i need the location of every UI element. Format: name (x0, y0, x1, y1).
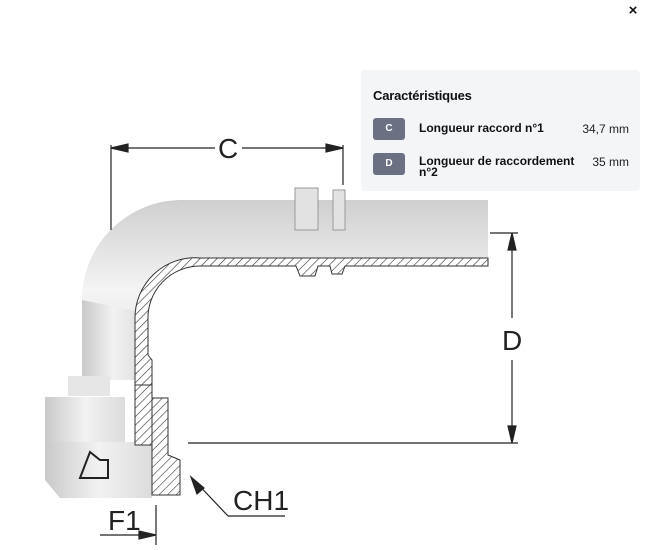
dimension-ch1 (189, 475, 285, 517)
close-button[interactable]: × (628, 2, 638, 19)
dimension-c (110, 143, 344, 230)
brand-logo-icon (78, 450, 109, 479)
characteristic-label: Longueur raccord n°1 (419, 121, 544, 135)
panel-title: Caractéristiques (373, 88, 472, 103)
dimension-f1 (100, 505, 157, 545)
label-d: D (502, 325, 522, 356)
characteristics-panel: Caractéristiques C Longueur raccord n°1 … (361, 70, 640, 191)
label-f1: F1 (108, 505, 141, 536)
dimension-d (188, 232, 518, 444)
label-ch1: CH1 (233, 485, 289, 516)
characteristic-value: 35 mm (592, 155, 629, 169)
fitting-body (45, 187, 489, 498)
badge: D (373, 153, 405, 175)
characteristic-value: 34,7 mm (582, 122, 629, 136)
characteristic-label: Longueur de raccordement n°2 (419, 154, 575, 179)
label-c: C (218, 133, 238, 164)
badge: C (373, 118, 405, 140)
